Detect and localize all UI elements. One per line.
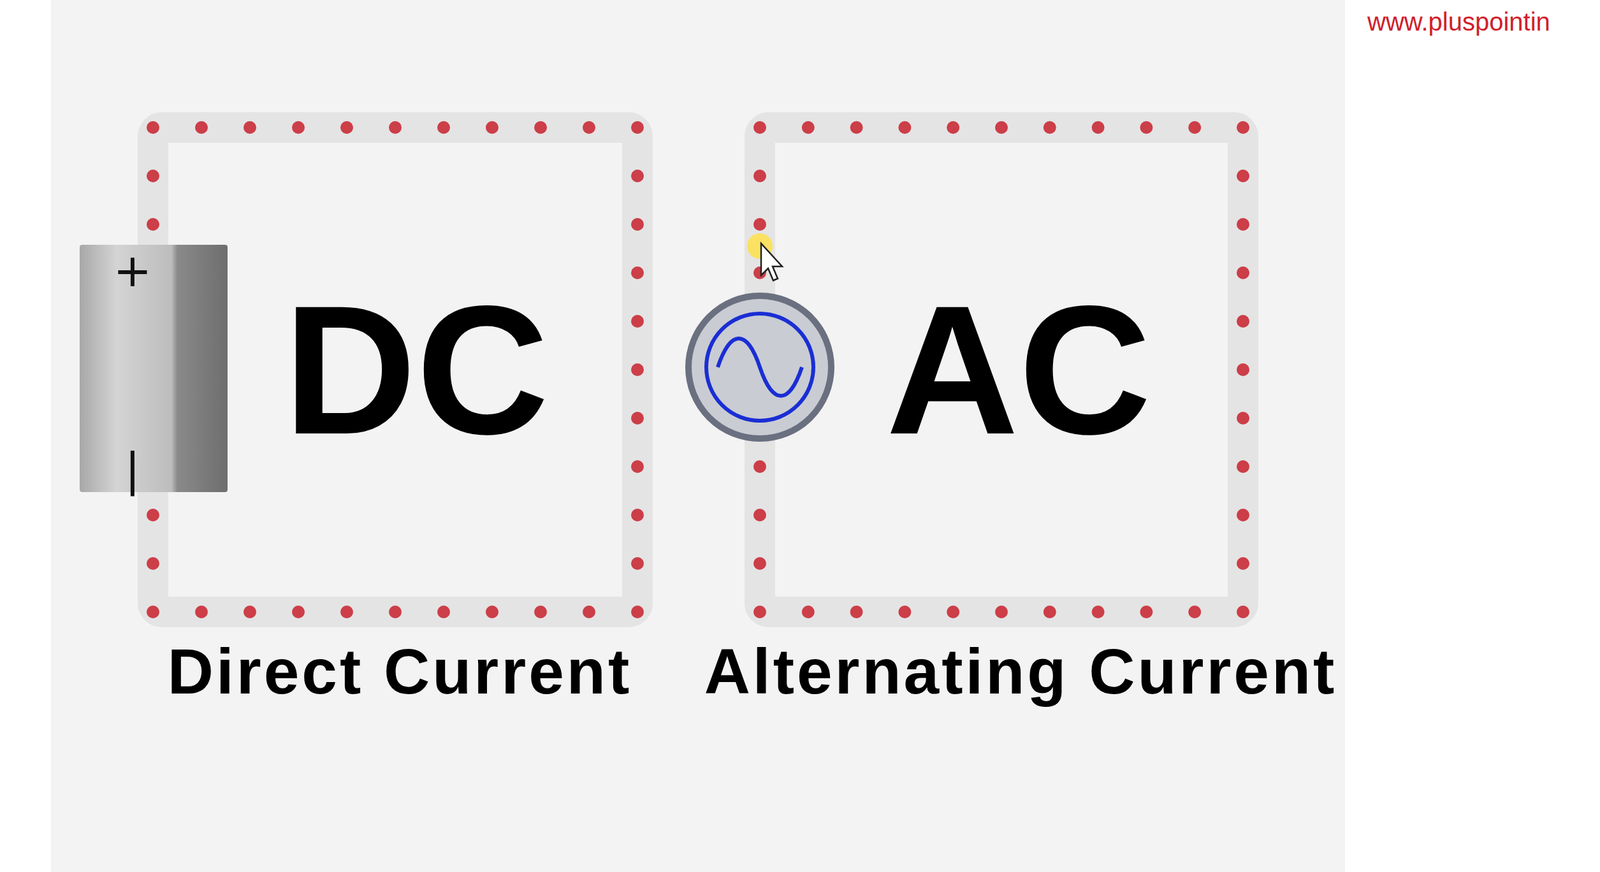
charge-dot (946, 605, 960, 619)
charge-dot (946, 121, 960, 134)
charge-dot (631, 266, 644, 280)
charge-dot (1188, 605, 1201, 619)
charge-dot (753, 508, 767, 522)
cursor-arrow (761, 243, 783, 281)
charge-dot (534, 121, 547, 134)
charge-dot (340, 605, 354, 619)
charge-dot (850, 121, 864, 134)
charge-dot (801, 605, 815, 619)
charge-dot (1236, 508, 1250, 522)
charge-dot (898, 121, 911, 134)
charge-dot (801, 121, 815, 134)
charge-dot (631, 508, 644, 522)
charge-dot (195, 121, 208, 134)
charge-dot (1236, 411, 1250, 425)
charge-dot (898, 605, 911, 619)
charge-dot (850, 605, 864, 619)
terminal-sign: | (124, 446, 141, 493)
charge-dot (1139, 121, 1153, 134)
charge-dot (753, 169, 767, 183)
charge-dot (146, 121, 160, 134)
charge-dot (1236, 314, 1250, 328)
charge-dot (631, 605, 644, 619)
charge-dot (146, 557, 160, 570)
circuit-caption: Direct Current (167, 639, 632, 704)
charge-dot (631, 363, 644, 377)
charge-dot (388, 121, 402, 134)
charge-dot (1236, 557, 1250, 570)
charge-dot (1043, 121, 1057, 134)
charge-dot (485, 121, 499, 134)
charge-dot (195, 605, 208, 619)
charge-dot (1139, 605, 1153, 619)
charge-dot (995, 121, 1008, 134)
circuit-title: AC (886, 277, 1152, 462)
charge-dot (582, 605, 596, 619)
charge-dot (631, 411, 644, 425)
charge-dot (753, 121, 767, 134)
charge-dot (146, 218, 160, 231)
charge-dot (631, 460, 644, 473)
charge-dot (1236, 460, 1250, 473)
wire-tracks (152, 127, 1244, 612)
source-ring (706, 313, 814, 421)
charge-dot (631, 121, 644, 134)
charge-dot (437, 605, 451, 619)
charge-dot (291, 605, 305, 619)
charge-dot (485, 605, 499, 619)
charge-dot (995, 605, 1008, 619)
charge-dots (146, 121, 1250, 619)
charge-dot (631, 557, 644, 570)
charge-dot (1236, 605, 1250, 619)
charge-dot (1236, 121, 1250, 134)
charge-dot (1236, 266, 1250, 280)
charge-dot (146, 169, 160, 183)
source-body (688, 295, 832, 439)
charge-dot (1043, 605, 1057, 619)
sine-wave (717, 338, 802, 396)
battery-cell: +| (79, 244, 228, 493)
charge-dot (243, 605, 257, 619)
charge-dot (753, 557, 767, 570)
charge-dot (388, 605, 402, 619)
charge-dot (340, 121, 354, 134)
charge-dot (753, 605, 767, 619)
charge-dot (1091, 605, 1105, 619)
charge-dot (1236, 218, 1250, 231)
charge-dot (291, 121, 305, 134)
charge-dot (146, 605, 160, 619)
charge-dot (437, 121, 451, 134)
charge-dot (1091, 121, 1105, 134)
charge-dot (146, 508, 160, 522)
mouse-cursor (747, 233, 783, 281)
charge-dot (753, 460, 767, 473)
terminal-sign: + (113, 247, 152, 294)
charge-dot (631, 314, 644, 328)
circuit-caption: Alternating Current (704, 639, 1338, 704)
circuit-title: DC (283, 277, 549, 462)
charge-dot (631, 169, 644, 183)
charge-dot (1236, 169, 1250, 183)
charge-dot (631, 218, 644, 231)
charge-dot (1236, 363, 1250, 377)
charge-dot (534, 605, 547, 619)
charge-dot (753, 218, 767, 231)
watermark: www.pluspointin (1367, 8, 1551, 35)
charge-dot (1188, 121, 1201, 134)
charge-dot (582, 121, 596, 134)
charge-dot (243, 121, 257, 134)
ac-source-symbol (688, 295, 832, 439)
